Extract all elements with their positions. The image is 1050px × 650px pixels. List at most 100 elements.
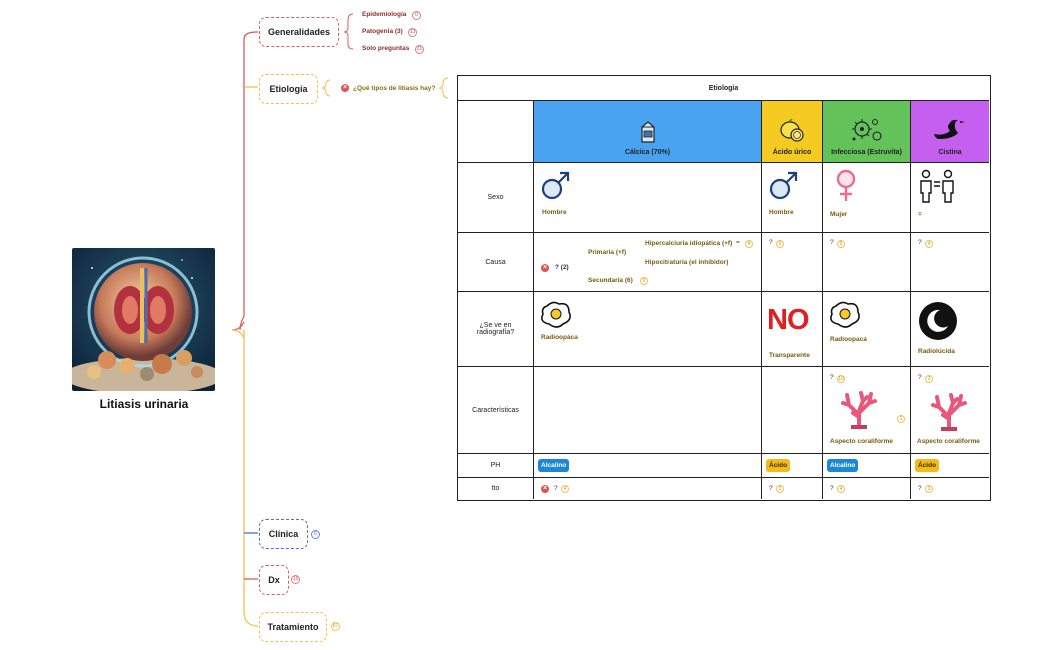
topic-generalidades[interactable]: Generalidades (259, 17, 339, 47)
root-title[interactable]: Litiasis urinaria (99, 397, 189, 411)
cell-sexo-infecciosa[interactable]: Mujer (823, 163, 911, 233)
man-equals-woman-icon (920, 169, 954, 203)
tto-acido-urico-value: ? (769, 485, 773, 492)
caracteristicas-side-count[interactable]: 1 (897, 415, 905, 423)
cell-radiografia-infecciosa[interactable]: Radioopaca (823, 292, 911, 367)
topic-etiologia-label: Etiología (269, 84, 308, 94)
tto-calcica-count[interactable]: 4 (561, 485, 569, 493)
col-cistina-label: Cistina (938, 149, 962, 156)
cell-tto-calcica[interactable]: × ? 4 (534, 478, 762, 499)
etiologia-question[interactable]: ¿Qué tipos de litiasis hay? (353, 85, 436, 92)
causa-secundaria-count[interactable]: 6 (640, 277, 648, 285)
table-title: Etiología (458, 76, 989, 101)
tto-infecciosa-count[interactable]: 4 (837, 485, 845, 493)
question-icon: × (541, 485, 549, 493)
subtopic-solo-preguntas[interactable]: Solo preguntas (362, 45, 410, 52)
causa-acido-urico-count[interactable]: 5 (776, 240, 784, 248)
cell-radiografia-calcica[interactable]: Radioopáca (534, 292, 762, 367)
tto-cistina-count[interactable]: 3 (925, 485, 933, 493)
cell-tto-cistina[interactable]: ? 3 (911, 478, 989, 499)
cell-caracteristicas-cistina[interactable]: ? 3 Aspecto coraliforme (911, 367, 989, 454)
ph-cistina-badge: Ácido (915, 459, 940, 472)
male-symbol-icon (541, 171, 570, 200)
causa-cistina-count[interactable]: 4 (925, 240, 933, 248)
question-icon: × (541, 264, 549, 272)
row-label-tto: tto (458, 478, 534, 499)
causa-hipocitraturia[interactable]: Hipocitraturia (el inhibidor) (645, 259, 729, 266)
tto-calcica-value: ? (554, 485, 558, 492)
caracteristicas-cistina-count[interactable]: 3 (925, 375, 933, 383)
topic-etiologia[interactable]: Etiología (259, 74, 318, 104)
fried-egg-icon (830, 301, 860, 328)
cell-sexo-acido-urico[interactable]: Hombre (762, 163, 823, 233)
cell-sexo-calcica[interactable]: Hombre (534, 163, 762, 233)
subtopic-epidemiologia[interactable]: Epidemiología (362, 11, 407, 18)
cell-caracteristicas-calcica[interactable] (534, 367, 762, 454)
subtopic-solo-preguntas-count[interactable]: 21 (415, 45, 424, 54)
cell-ph-calcica[interactable]: Alcalino (534, 454, 762, 478)
root-image[interactable] (72, 248, 215, 391)
cell-sexo-cistina[interactable]: = (911, 163, 989, 233)
female-symbol-icon (836, 169, 856, 201)
causa-secundaria[interactable]: Secundaria (6) (588, 277, 633, 284)
radiografia-infecciosa-value: Radioopaca (830, 336, 867, 343)
topic-clinica[interactable]: Clínica (259, 519, 308, 549)
cell-tto-acido-urico[interactable]: ? 3 (762, 478, 823, 499)
cell-caracteristicas-infecciosa[interactable]: ? 10 1 Aspecto coraliforme (823, 367, 911, 454)
causa-primaria[interactable]: Primaria (+f) (588, 249, 627, 256)
row-label-causa: Causa (458, 233, 534, 292)
tto-acido-urico-count[interactable]: 3 (776, 485, 784, 493)
topic-dx[interactable]: Dx (259, 565, 289, 595)
milk-carton-icon (640, 121, 655, 143)
col-calcica[interactable]: Cálcica (70%) (534, 101, 762, 163)
table-corner (458, 101, 534, 163)
cell-radiografia-cistina[interactable]: Radiolúcida (911, 292, 989, 367)
col-cistina[interactable]: Cistina (911, 101, 989, 163)
subtopic-patogenia-count[interactable]: 13 (408, 28, 417, 37)
male-symbol-icon (769, 171, 798, 200)
cell-causa-infecciosa[interactable]: ? 5 (823, 233, 911, 292)
fried-egg-icon (541, 301, 571, 328)
topic-dx-label: Dx (268, 575, 280, 585)
subtopic-epidemiologia-count[interactable]: 0 (412, 11, 421, 20)
cell-ph-infecciosa[interactable]: Alcalino (823, 454, 911, 478)
caracteristicas-cistina-q: ? (918, 374, 922, 381)
sexo-calcica-value: Hombre (542, 209, 567, 216)
causa-equals: = (736, 239, 740, 246)
cell-ph-acido-urico[interactable]: Ácido (762, 454, 823, 478)
cell-ph-cistina[interactable]: Ácido (911, 454, 989, 478)
kidney-stones-image (72, 248, 215, 391)
cell-causa-calcica[interactable]: × ? (2) Primaria (+f) Hipercalciuria idi… (534, 233, 762, 292)
topic-clinica-count[interactable]: 6 (311, 530, 320, 539)
cell-tto-infecciosa[interactable]: ? 4 (823, 478, 911, 499)
radiografia-cistina-value: Radiolúcida (918, 348, 955, 355)
col-acido-urico[interactable]: Ácido úrico (762, 101, 823, 163)
col-infecciosa[interactable]: Infecciosa (Estruvita) (823, 101, 911, 163)
causa-infecciosa-count[interactable]: 5 (837, 240, 845, 248)
subtopic-patogenia[interactable]: Patogenia (3) (362, 28, 403, 35)
sexo-acido-urico-value: Hombre (769, 209, 794, 216)
cell-causa-acido-urico[interactable]: ? 5 (762, 233, 823, 292)
bacteria-icon (851, 119, 882, 141)
topic-dx-count[interactable]: 15 (291, 575, 300, 584)
causa-infecciosa-value: ? (830, 239, 834, 246)
topic-tratamiento-count[interactable]: 67 (331, 622, 340, 631)
radiografia-calcica-value: Radioopáca (541, 334, 578, 341)
caracteristicas-infecciosa-count[interactable]: 10 (837, 375, 845, 383)
topic-tratamiento[interactable]: Tratamiento (259, 612, 327, 642)
swan-icon (934, 119, 965, 139)
cell-causa-cistina[interactable]: ? 4 (911, 233, 989, 292)
causa-calcica-root[interactable]: ? (2) (555, 264, 569, 271)
tto-infecciosa-value: ? (830, 485, 834, 492)
caracteristicas-infecciosa-value: Aspecto coraliforme (830, 438, 893, 445)
radiografia-acido-urico-value: Transparente (769, 352, 810, 359)
row-label-sexo: Sexo (458, 163, 534, 233)
causa-equals-count[interactable]: 4 (745, 240, 753, 248)
cell-caracteristicas-acido-urico[interactable] (762, 367, 823, 454)
causa-hipercalciuria[interactable]: Hipercalciuria idiopática (+f) (645, 240, 733, 247)
ph-calcica-badge: Alcalino (538, 459, 570, 472)
etiologia-table: Etiología Cálcica (70%) Ácido úrico (457, 75, 991, 501)
cell-radiografia-acido-urico[interactable]: NO Transparente (762, 292, 823, 367)
moon-icon (919, 302, 957, 340)
col-infecciosa-label: Infecciosa (Estruvita) (831, 149, 902, 156)
